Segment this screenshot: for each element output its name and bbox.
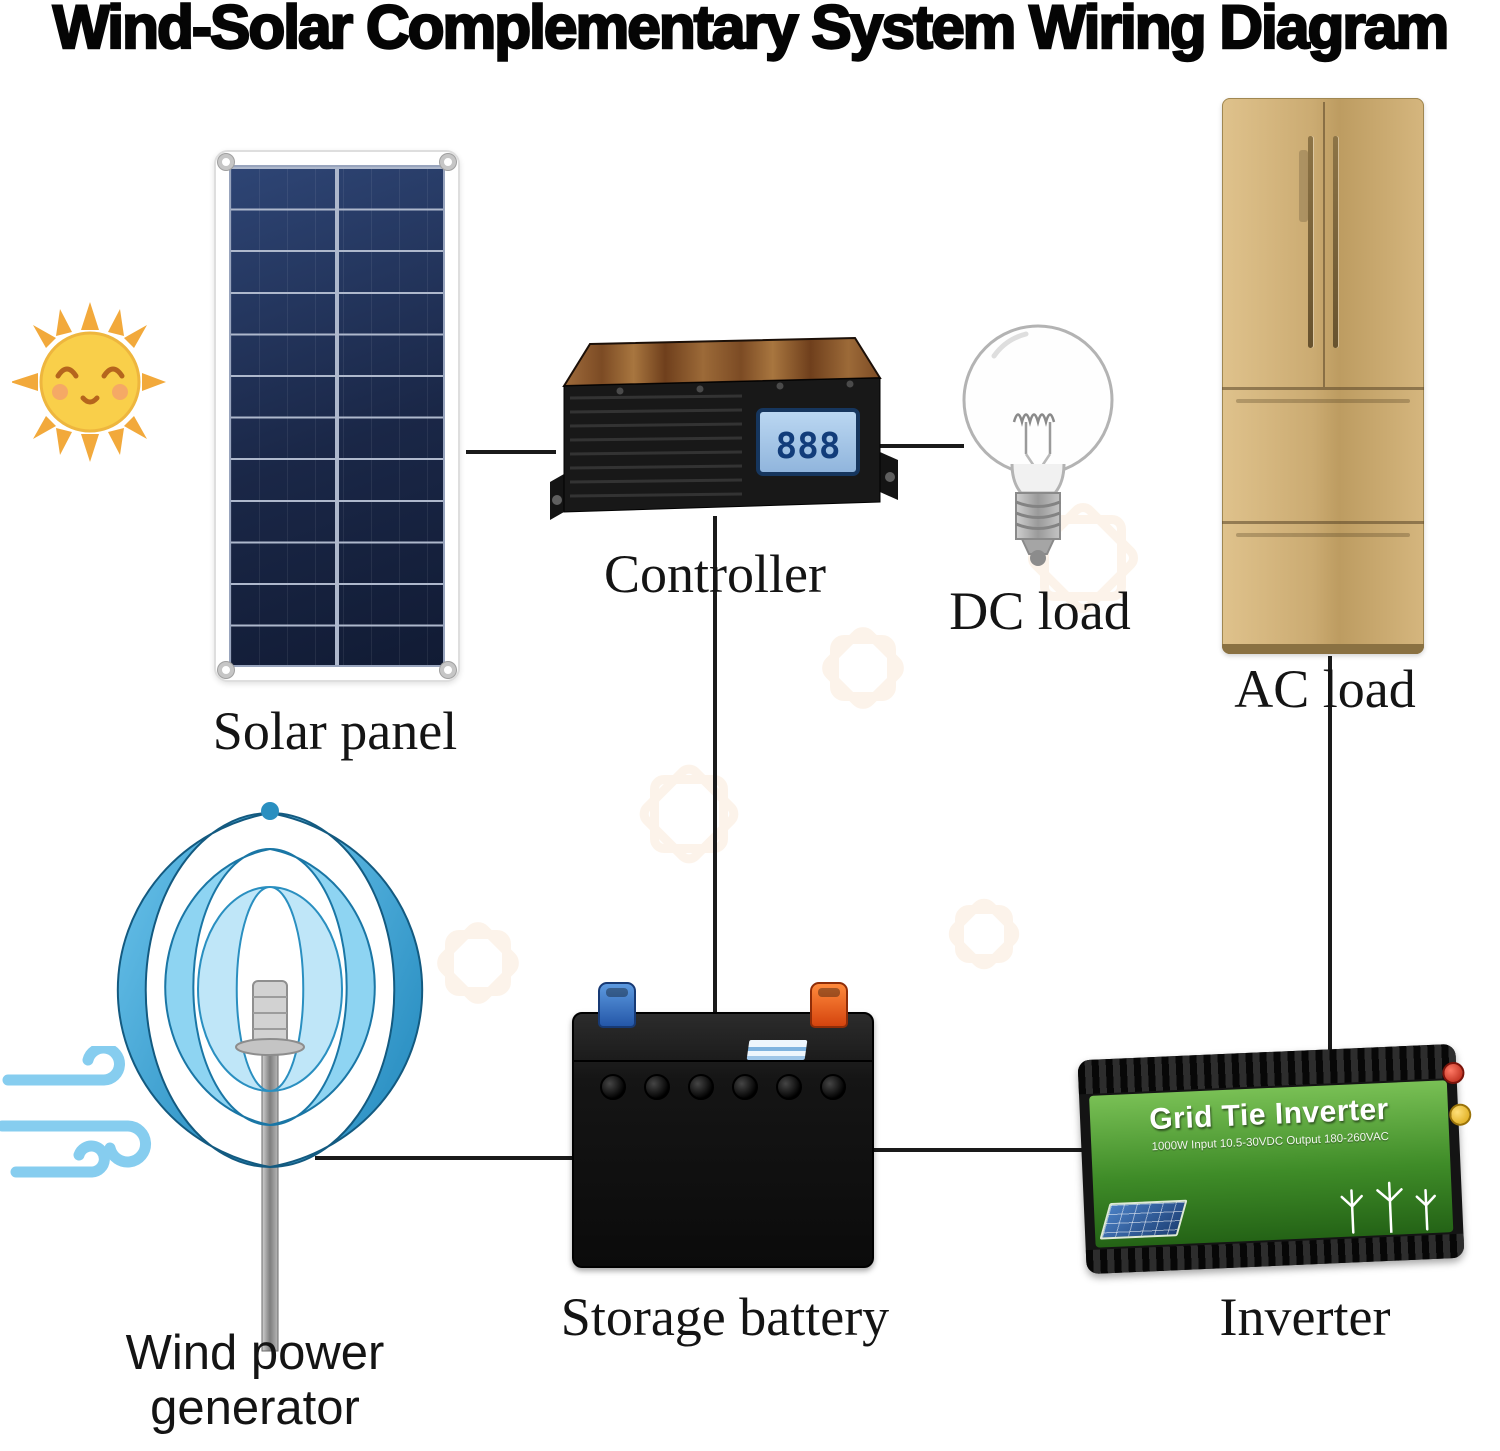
grid-tie-inverter-image: Grid Tie Inverter 1000W Input 10.5-30VDC… xyxy=(1077,1043,1472,1275)
battery-positive-terminal xyxy=(810,982,848,1028)
battery-vent-caps xyxy=(600,1074,846,1100)
fridge-base xyxy=(1222,644,1424,654)
fridge-drawer-handle xyxy=(1236,399,1410,404)
fridge-drawer-handle xyxy=(1236,532,1410,537)
controller-lcd-screen xyxy=(756,408,860,476)
wind-gust-icon xyxy=(0,1046,152,1178)
fridge-control-panel xyxy=(1298,150,1308,222)
watermark-shape xyxy=(650,775,728,853)
light-bulb-icon xyxy=(962,324,1114,566)
wind-label-line2: generator xyxy=(150,1380,360,1435)
inverter-label-text: Inverter xyxy=(1219,1287,1391,1347)
vent-cap-icon xyxy=(776,1074,802,1100)
wind-label-line1: Wind power xyxy=(125,1326,385,1380)
watermark-shape xyxy=(830,635,896,701)
fridge-drawer-seam xyxy=(1222,387,1424,391)
vent-cap-icon xyxy=(688,1074,714,1100)
solar-panel-cells xyxy=(229,165,445,667)
vent-cap-icon xyxy=(732,1074,758,1100)
inverter-label-solar-graphic xyxy=(1099,1199,1188,1240)
ac-load-label: AC load xyxy=(1234,659,1416,719)
turbine-blade xyxy=(116,812,271,1168)
storage-battery-label: Storage battery xyxy=(560,1287,890,1347)
sun-icon xyxy=(12,302,166,462)
controller-lcd-digits: 888 xyxy=(775,426,840,467)
wind-turbine-image xyxy=(116,802,424,1352)
turbine-blade xyxy=(269,886,343,1092)
fridge-door-seam xyxy=(1323,102,1325,388)
battery-negative-terminal xyxy=(598,982,636,1028)
grommet-icon xyxy=(218,154,234,170)
bulb-neck xyxy=(1010,463,1066,495)
watermark-shape xyxy=(445,930,511,996)
turbine-top-cap xyxy=(261,802,279,820)
storage-battery-image xyxy=(572,982,874,1268)
turbine-flange xyxy=(235,1038,305,1056)
battery-body xyxy=(572,1012,874,1268)
solar-panel-label: Solar panel xyxy=(212,701,458,761)
inverter-label-turbine-graphic xyxy=(1340,1181,1437,1235)
diagram-title: Wind-Solar Complementary System Wiring D… xyxy=(52,0,1451,62)
turbine-blade xyxy=(164,848,271,1126)
fridge-handle-right xyxy=(1333,136,1338,348)
controller-label: Controller xyxy=(604,544,826,604)
refrigerator-image xyxy=(1222,98,1424,654)
grommet-icon xyxy=(440,662,456,678)
bulb-filament xyxy=(1012,413,1056,427)
battery-label-sticker xyxy=(746,1040,808,1060)
vent-cap-icon xyxy=(644,1074,670,1100)
vent-cap-icon xyxy=(600,1074,626,1100)
bulb-contact-tip xyxy=(1030,550,1046,566)
grommet-icon xyxy=(218,662,234,678)
watermark-shape xyxy=(955,905,1013,963)
dc-load-label: DC load xyxy=(949,581,1131,641)
turbine-blade xyxy=(269,848,376,1126)
vent-cap-icon xyxy=(820,1074,846,1100)
inverter-label: Grid Tie Inverter 1000W Input 10.5-30VDC… xyxy=(1089,1080,1454,1248)
bulb-glass xyxy=(962,324,1114,476)
wind-power-generator-label: Wind power generator xyxy=(55,1326,455,1436)
fridge-handle-left xyxy=(1308,136,1313,348)
turbine-blade xyxy=(269,812,424,1168)
solar-panel-image xyxy=(214,150,460,682)
fridge-drawer-seam xyxy=(1222,520,1424,524)
controller-image: 888 xyxy=(550,336,898,520)
grommet-icon xyxy=(440,154,456,170)
battery-seam xyxy=(574,1060,872,1062)
